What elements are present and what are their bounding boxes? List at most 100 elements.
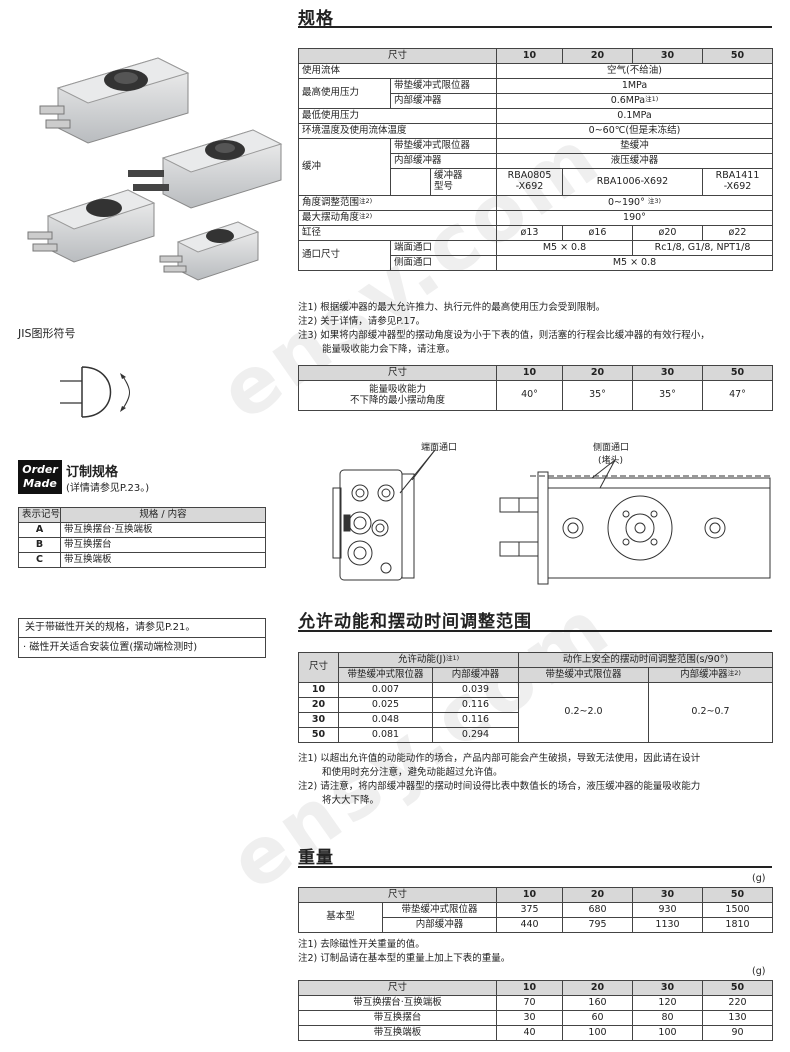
weight-notes: 注1) 去除磁性开关重量的值。 注2) 订制品请在基本型的重量上加上下表的重量。 [298,939,511,964]
table-cell: 内部缓冲器注2) [648,667,774,683]
order-made-subtitle: (详情请参见P.23。) [66,483,150,494]
table-cell: 能量吸收能力不下降的最小摆动角度 [298,380,497,411]
table-cell: 30 [632,48,703,64]
table-cell: 1130 [632,917,704,933]
weight-unit: (g) [752,873,766,884]
table-cell: ø22 [702,225,773,241]
table-cell: 内部缓冲器 [381,917,498,933]
table-cell: 缓冲器型号 [430,168,497,196]
table-cell: 带互换端板 [298,1025,497,1041]
table-cell: 最低使用压力 [298,108,497,124]
actuator-photo [159,221,260,281]
table-cell: 0.007 [338,682,433,698]
table-cell: RBA0805-X692 [496,168,563,196]
kinetic-notes: 注1) 以超出允许值的动能动作的场合，产品内部可能会产生破损，导致无法使用，因此… [298,753,701,806]
jis-symbol [60,366,130,418]
table-cell: 0~60℃(但是未冻结) [496,123,773,139]
table-cell: 侧面通口 [390,255,497,271]
table-cell: 内部缓冲器 [431,667,520,683]
magnet-box: 关于带磁性开关的规格，请参见P.21。 · 磁性开关适合安装位置(摆动端检测时) [18,618,266,658]
table-cell: 带垫缓冲式限位器 [390,78,497,94]
table-cell: 内部缓冲器 [390,153,497,169]
table-cell: 带垫缓冲式限位器 [518,667,650,683]
table-cell: 0.2~2.0 [518,682,650,743]
table-cell: 0.2~0.7 [648,682,774,743]
table-cell: C [18,552,61,568]
table-cell: 20 [562,365,633,381]
end-view-drawing [332,449,436,581]
magnet-note: 关于带磁性开关的规格，请参见P.21。 [19,619,265,638]
actuator-photo [27,189,156,263]
table-header: 规格 / 内容 [60,507,266,523]
order-made-title: 订制规格 [66,465,119,480]
table-cell: 100 [562,1025,633,1041]
weight-title: 重量 [298,848,334,868]
table-cell: 0.025 [338,697,433,713]
table-cell: 使用流体 [298,63,497,79]
table-cell: 20 [562,980,633,996]
table-cell: 空气(不给油) [496,63,773,79]
table-cell: 130 [702,1010,773,1026]
table-cell: 30 [632,887,704,903]
table-cell: M5 × 0.8 [496,240,633,256]
table-cell: 尺寸 [298,980,497,996]
table-cell: 1810 [702,917,774,933]
side-view-drawing [499,459,771,585]
table-cell: 50 [702,48,773,64]
table-cell: 50 [702,365,773,381]
table-cell: 0.048 [338,712,433,728]
table-cell: 0.116 [431,697,520,713]
table-cell: 允许动能(J)注1) [337,652,520,668]
table-cell: 30 [298,712,339,728]
table-cell: 带互换摆台·互换端板 [298,995,497,1011]
plug-label: (堵头) [598,456,624,466]
table-cell: 最大摆动角度注2) [298,210,497,226]
table-cell: ø16 [562,225,633,241]
table-cell: RBA1411-X692 [702,168,773,196]
table-cell: 0.081 [338,727,433,743]
table-cell: 0.294 [431,727,520,743]
kinetic-table: 尺寸允许动能(J)注1)动作上安全的摆动时间调整范围(s/90°) 带垫缓冲式限… [298,652,774,743]
table-cell [390,168,431,196]
port-diagram [332,449,771,585]
table-cell: 尺寸 [298,365,497,381]
table-cell: 带垫缓冲式限位器 [381,902,498,918]
table-cell: 1MPa [496,78,773,94]
table-cell: 35° [562,380,633,411]
table-cell: 端面通口 [390,240,497,256]
table-cell: 220 [702,995,773,1011]
table-cell: 10 [298,682,339,698]
table-cell: 缓冲 [298,138,391,196]
table-cell: 带互换端板 [60,552,266,568]
table-cell: ø13 [496,225,563,241]
table-cell: 795 [562,917,634,933]
table-cell: 缸径 [298,225,497,241]
table-cell: 10 [496,365,563,381]
table-cell: 带垫缓冲式限位器 [338,667,433,683]
table-cell: 动作上安全的摆动时间调整范围(s/90°) [518,652,774,668]
spec-title: 规格 [298,9,334,29]
table-cell: 垫缓冲 [496,138,773,154]
product-photos [27,57,283,281]
table-cell: 375 [496,902,564,918]
table-cell: 带互换摆台 [298,1010,497,1026]
magnet-link: · 磁性开关适合安装位置(摆动端检测时) [23,642,198,653]
end-port-label: 端面通口 [421,443,458,453]
table-cell: 440 [496,917,564,933]
table-cell: A [18,522,61,538]
table-cell: 尺寸 [297,887,498,903]
weight-unit-2: (g) [752,966,766,977]
table-cell: 680 [562,902,634,918]
table-cell: 带互换摆台 [60,537,266,553]
table-cell: 120 [632,995,703,1011]
table-cell: 100 [632,1025,703,1041]
table-cell: 80 [632,1010,703,1026]
table-cell: 60 [562,1010,633,1026]
table-cell: 70 [496,995,563,1011]
